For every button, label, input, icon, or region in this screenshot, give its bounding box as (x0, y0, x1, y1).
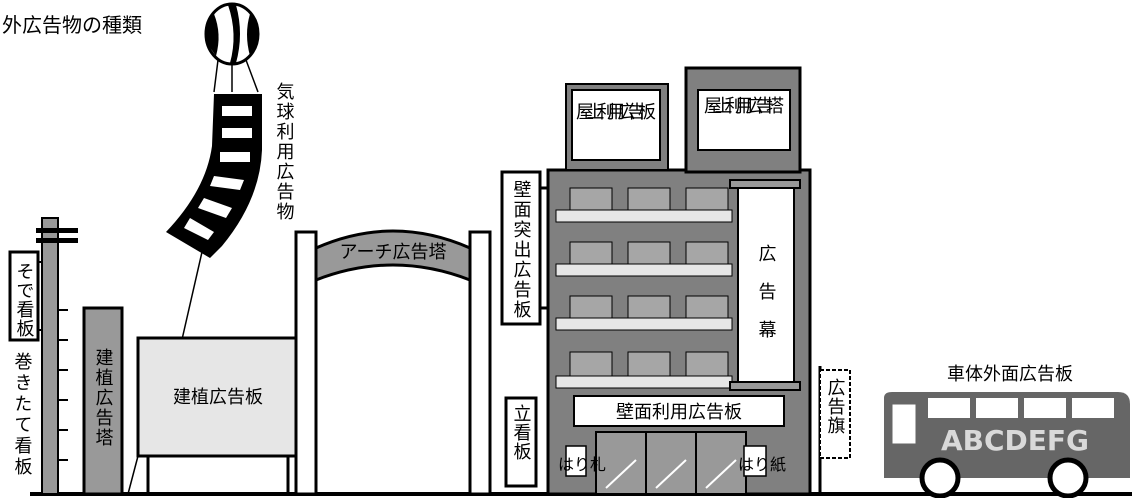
flag-label: 広告旗 (825, 378, 846, 435)
sleeve-sign: そで看板 (8, 250, 42, 342)
bill-left-label: はり札 (558, 455, 606, 474)
bus-ad-text: ABCDEFG (941, 424, 1089, 457)
wall-projecting-label: 壁面突出広告板 (511, 180, 532, 320)
sleeve-sign-label: そで看板 (14, 262, 35, 338)
bus: ABCDEFG (884, 392, 1130, 498)
building-windows (555, 187, 733, 389)
pole-board-label: 建植広告板 (173, 387, 263, 408)
pole-tower-label: 建植広告塔 (93, 348, 114, 448)
utility-pole (36, 217, 78, 495)
wrap-sign-label: 巻きたて看板 (12, 352, 33, 478)
bus-label: 車体外面広告板 (947, 364, 1073, 385)
rooftop-board-label: 屋上利用広告板 (576, 102, 656, 123)
pole-board: 建植広告板 (136, 336, 300, 494)
balloon-banner (166, 94, 262, 393)
pole-tower: 建植広告塔 (82, 306, 124, 496)
balloon (204, 2, 260, 93)
curtain-label: 広告幕 (756, 244, 777, 358)
wall-projecting-sign: 壁面突出広告板 (500, 170, 548, 326)
diagram-title: 外広告物の種類 (2, 13, 142, 37)
bill-right-label: はり紙 (738, 455, 786, 474)
wall-board-label: 壁面利用広告板 (616, 402, 742, 423)
ad-flag: 広告旗 (818, 366, 851, 494)
arch-label: アーチ広告塔 (340, 242, 447, 263)
standing-sign-label: 立看板 (511, 404, 532, 461)
balloon-label: 気球利用広告物 (274, 82, 295, 222)
building (546, 66, 812, 496)
arch: アーチ広告塔 (294, 229, 492, 496)
rooftop-tower-label: 屋上利用広告塔 (704, 96, 784, 117)
standing-sign: 立看板 (504, 396, 538, 488)
